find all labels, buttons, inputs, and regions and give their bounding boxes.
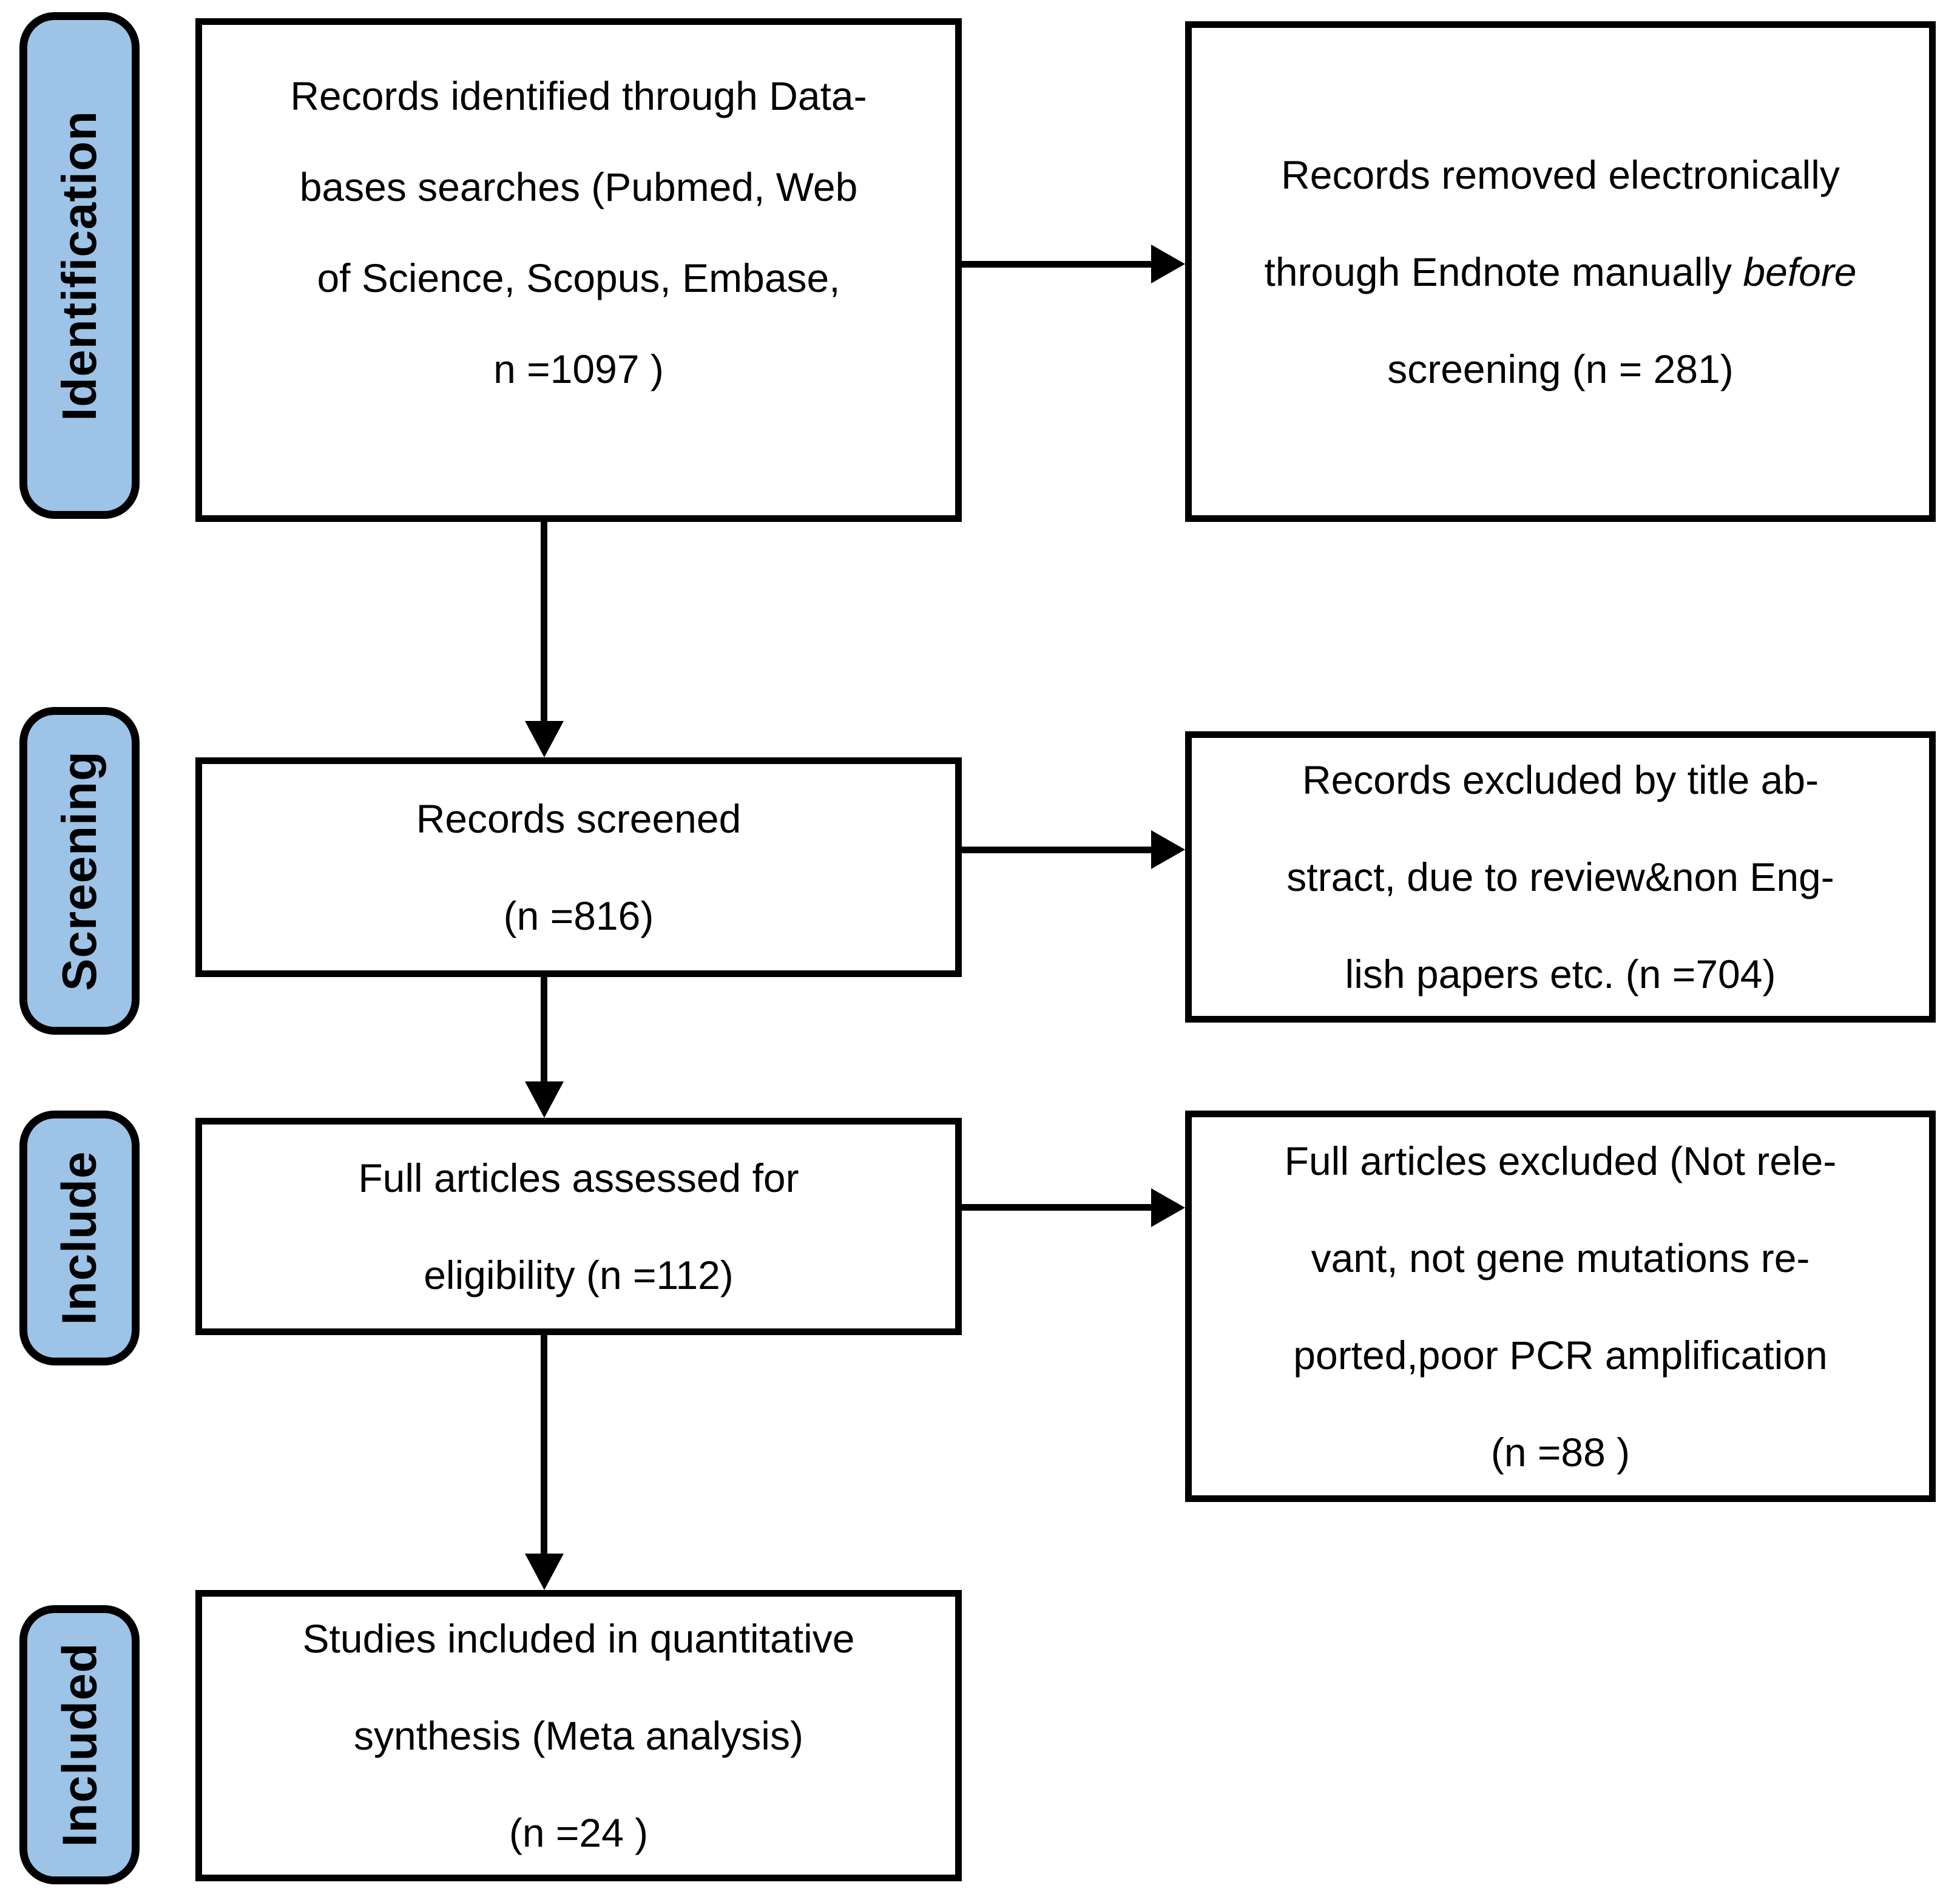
flow-box-records-excluded: Records excluded by title ab- stract, du… — [1185, 731, 1936, 1023]
stage-label-identification-text: Identification — [52, 110, 106, 421]
box-line: Records identified through Data- — [290, 73, 867, 118]
stage-label-identification: Identification — [19, 12, 140, 519]
arrow-identified-to-removed-head-icon — [1151, 245, 1185, 283]
box-line: lish papers etc. (n =704) — [1345, 952, 1776, 996]
arrow-assessed-to-excluded-head-icon — [1151, 1188, 1185, 1227]
flow-box-records-identified: Records identified through Data- bases s… — [195, 18, 962, 522]
arrow-screened-to-assessed-head-icon — [525, 1081, 564, 1118]
box-line: ported,poor PCR amplification — [1293, 1332, 1828, 1378]
box-line: Full articles assessed for — [358, 1155, 799, 1200]
box-line: (n =88 ) — [1490, 1429, 1631, 1475]
stage-label-included-text: Included — [52, 1642, 106, 1847]
box-line: through Endnote manually before — [1264, 223, 1856, 320]
flow-box-records-screened: Records screened (n =816) — [195, 757, 962, 977]
box-line: vant, not gene mutations re- — [1311, 1235, 1810, 1280]
box-line: (n =24 ) — [509, 1810, 649, 1855]
arrow-screened-to-excluded-line — [962, 847, 1151, 853]
box-line: Records screened — [416, 796, 742, 841]
stage-label-include-text: Include — [52, 1151, 107, 1325]
box-line: Records excluded by title ab- — [1302, 757, 1819, 802]
box-line: eligibility (n =112) — [424, 1253, 734, 1297]
box-line-italic: before — [1743, 249, 1857, 294]
flow-box-studies-included: Studies included in quantitative synthes… — [195, 1590, 962, 1881]
arrow-identified-to-screened-line — [541, 522, 547, 721]
box-line: Full articles excluded (Not rele- — [1284, 1138, 1837, 1183]
arrow-assessed-to-included-head-icon — [525, 1554, 564, 1590]
box-line: of Science, Scopus, Embase, — [317, 255, 840, 300]
box-line: (n =816) — [503, 893, 654, 938]
stage-label-include: Include — [19, 1111, 140, 1365]
arrow-screened-to-assessed-line — [541, 977, 547, 1081]
stage-label-screening-text: Screening — [52, 751, 107, 991]
stage-label-included: Included — [19, 1605, 140, 1884]
box-line-regular: through Endnote manually — [1264, 249, 1743, 294]
arrow-identified-to-removed-line — [962, 261, 1151, 268]
box-line: n =1097 ) — [493, 347, 664, 391]
flow-box-full-articles-excluded: Full articles excluded (Not rele- vant, … — [1185, 1111, 1936, 1502]
arrow-screened-to-excluded-head-icon — [1151, 830, 1185, 869]
box-line: Records removed electronically — [1281, 152, 1840, 197]
box-line: bases searches (Pubmed, Web — [299, 164, 858, 209]
box-line: stract, due to review&non Eng- — [1286, 854, 1834, 899]
arrow-identified-to-screened-head-icon — [525, 721, 564, 757]
flow-box-records-removed: Records removed electronically through E… — [1185, 21, 1936, 522]
flow-box-full-articles-assessed: Full articles assessed for eligibility (… — [195, 1118, 962, 1335]
box-line: synthesis (Meta analysis) — [354, 1713, 803, 1758]
box-line: screening (n = 281) — [1387, 346, 1734, 391]
arrow-assessed-to-excluded-line — [962, 1204, 1151, 1211]
box-line: Studies included in quantitative — [302, 1616, 855, 1661]
arrow-assessed-to-included-line — [541, 1335, 547, 1554]
stage-label-screening: Screening — [19, 707, 140, 1035]
